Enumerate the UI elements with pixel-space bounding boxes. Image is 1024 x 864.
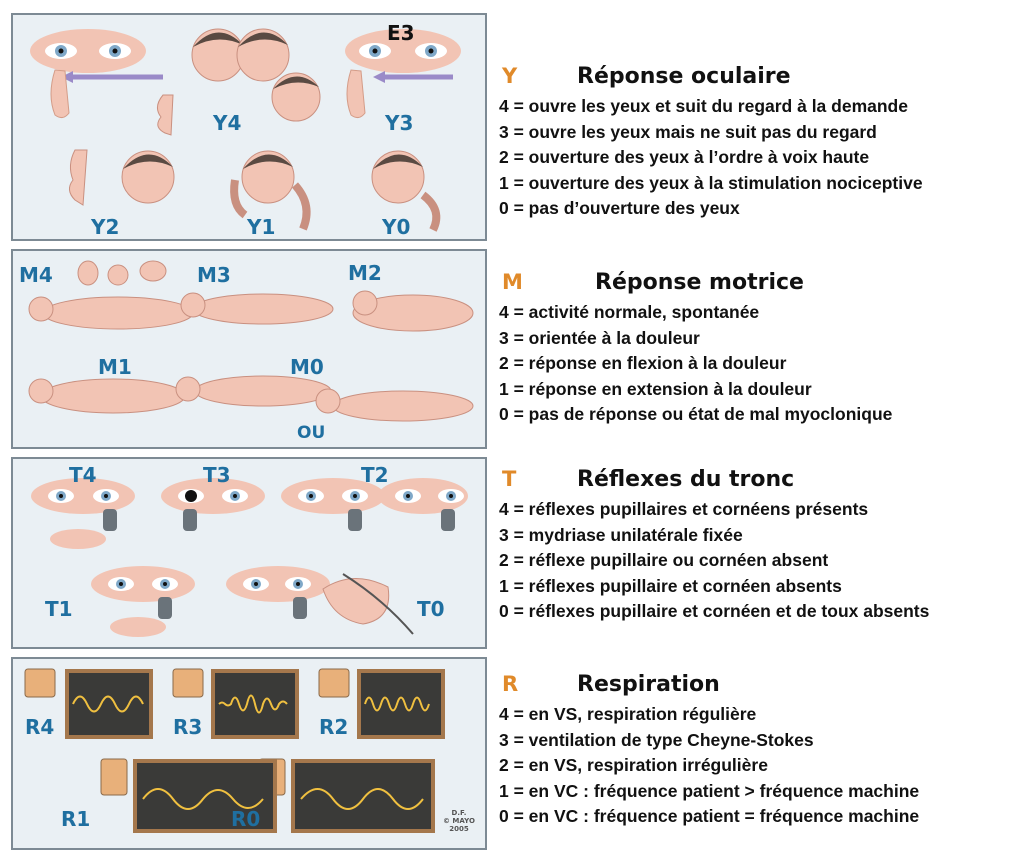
eye-response-illustration [30,28,461,232]
label-y3: Y3 [385,111,414,135]
legend-item: 1 = réponse en extension à la douleur [499,378,812,399]
label-m3: M3 [197,263,231,287]
label-t3: T3 [203,463,231,487]
eye-pair-illustration [30,29,163,119]
section-title: Réflexes du tronc [577,467,795,492]
legend-item: 0 = pas de réponse ou état de mal myoclo… [499,404,893,424]
respiration-illustration [24,668,445,833]
section-letter: M [502,270,523,294]
motor-response-panel: M4 M3 M2 M1 M0 OU [11,249,487,449]
label-r3: R3 [173,715,203,739]
legend-header: Y Réponse oculaire [499,64,1019,94]
bottom-heads-illustration [69,149,441,232]
legend-item: 3 = ouvre les yeux mais ne suit pas du r… [499,121,877,142]
legend-item: 2 = réflexe pupillaire ou cornéen absent [499,550,829,570]
label-t2: T2 [361,463,389,487]
section-title: Respiration [577,672,720,697]
legend-item: 3 = ventilation de type Cheyne-Stokes [499,729,814,750]
legend-header: M Réponse motrice [499,270,1019,300]
legend-item: 4 = réflexes pupillaires et cornéens pré… [499,499,869,519]
label-t1: T1 [45,597,73,621]
legend-item: 4 = ouvre les yeux et suit du regard à l… [499,96,908,116]
legend-eye-response: Y Réponse oculaire 4 = ouvre les yeux et… [499,64,1019,222]
legend-item: 3 = orientée à la douleur [499,327,700,348]
eye-response-panel: E3 Y4 Y3 Y2 Y1 Y0 [11,13,487,241]
credit-line: D.F. [451,809,467,817]
illustration-credit: D.F. © MAYO 2005 [443,809,475,833]
legend-item: 1 = en VC : fréquence patient > fréquenc… [499,780,920,801]
legend-item: 0 = en VC : fréquence patient = fréquenc… [499,806,920,826]
heads-illustration [157,28,321,136]
label-m4: M4 [19,263,53,287]
label-r2: R2 [319,715,349,739]
legend-brainstem-reflexes: T Réflexes du tronc 4 = réflexes pupilla… [499,467,1019,625]
legend-item: 2 = en VS, respiration irrégulière [499,755,768,775]
label-t4: T4 [69,463,97,487]
legend-item: 2 = ouverture des yeux à l’ordre à voix … [499,147,870,167]
label-r4: R4 [25,715,55,739]
label-y0: Y0 [382,215,411,239]
legend-item: 3 = mydriase unilatérale fixée [499,524,743,545]
brainstem-reflex-panel: T4 T3 T2 T1 T0 [11,457,487,649]
label-m2: M2 [348,261,382,285]
legend-item: 0 = réflexes pupillaire et cornéen et de… [499,601,930,621]
legend-motor-response: M Réponse motrice 4 = activité normale, … [499,270,1019,428]
label-y1: Y1 [247,215,276,239]
legend-item: 4 = en VS, respiration régulière [499,704,757,724]
brainstem-reflex-illustration [31,478,468,637]
legend-item: 2 = réponse en flexion à la douleur [499,353,787,373]
label-m1: M1 [98,355,132,379]
label-e3: E3 [387,21,415,45]
credit-line: © MAYO [443,817,475,825]
credit-line: 2005 [449,825,469,833]
motor-response-illustration [28,260,474,422]
legend-respiration: R Respiration 4 = en VS, respiration rég… [499,672,1019,830]
eye-pair-illustration-right [345,29,461,119]
legend-header: R Respiration [499,672,1019,702]
section-letter: Y [502,64,518,88]
label-r0: R0 [231,807,261,831]
section-title: Réponse motrice [595,270,804,295]
label-m0: M0 [290,355,324,379]
respiration-panel: R4 R3 R2 R1 R0 D.F. © MAYO 2005 [11,657,487,850]
section-letter: T [502,467,517,491]
section-letter: R [502,672,519,696]
label-y2: Y2 [91,215,120,239]
section-title: Réponse oculaire [577,64,791,89]
legend-item: 4 = activité normale, spontanée [499,302,760,322]
label-y4: Y4 [213,111,242,135]
legend-item: 1 = réflexes pupillaire et cornéen absen… [499,575,842,596]
label-ou: OU [297,423,326,443]
legend-item: 1 = ouverture des yeux à la stimulation … [499,172,923,193]
legend-item: 0 = pas d’ouverture des yeux [499,198,740,218]
label-t0: T0 [417,597,445,621]
legend-header: T Réflexes du tronc [499,467,1019,497]
label-r1: R1 [61,807,91,831]
